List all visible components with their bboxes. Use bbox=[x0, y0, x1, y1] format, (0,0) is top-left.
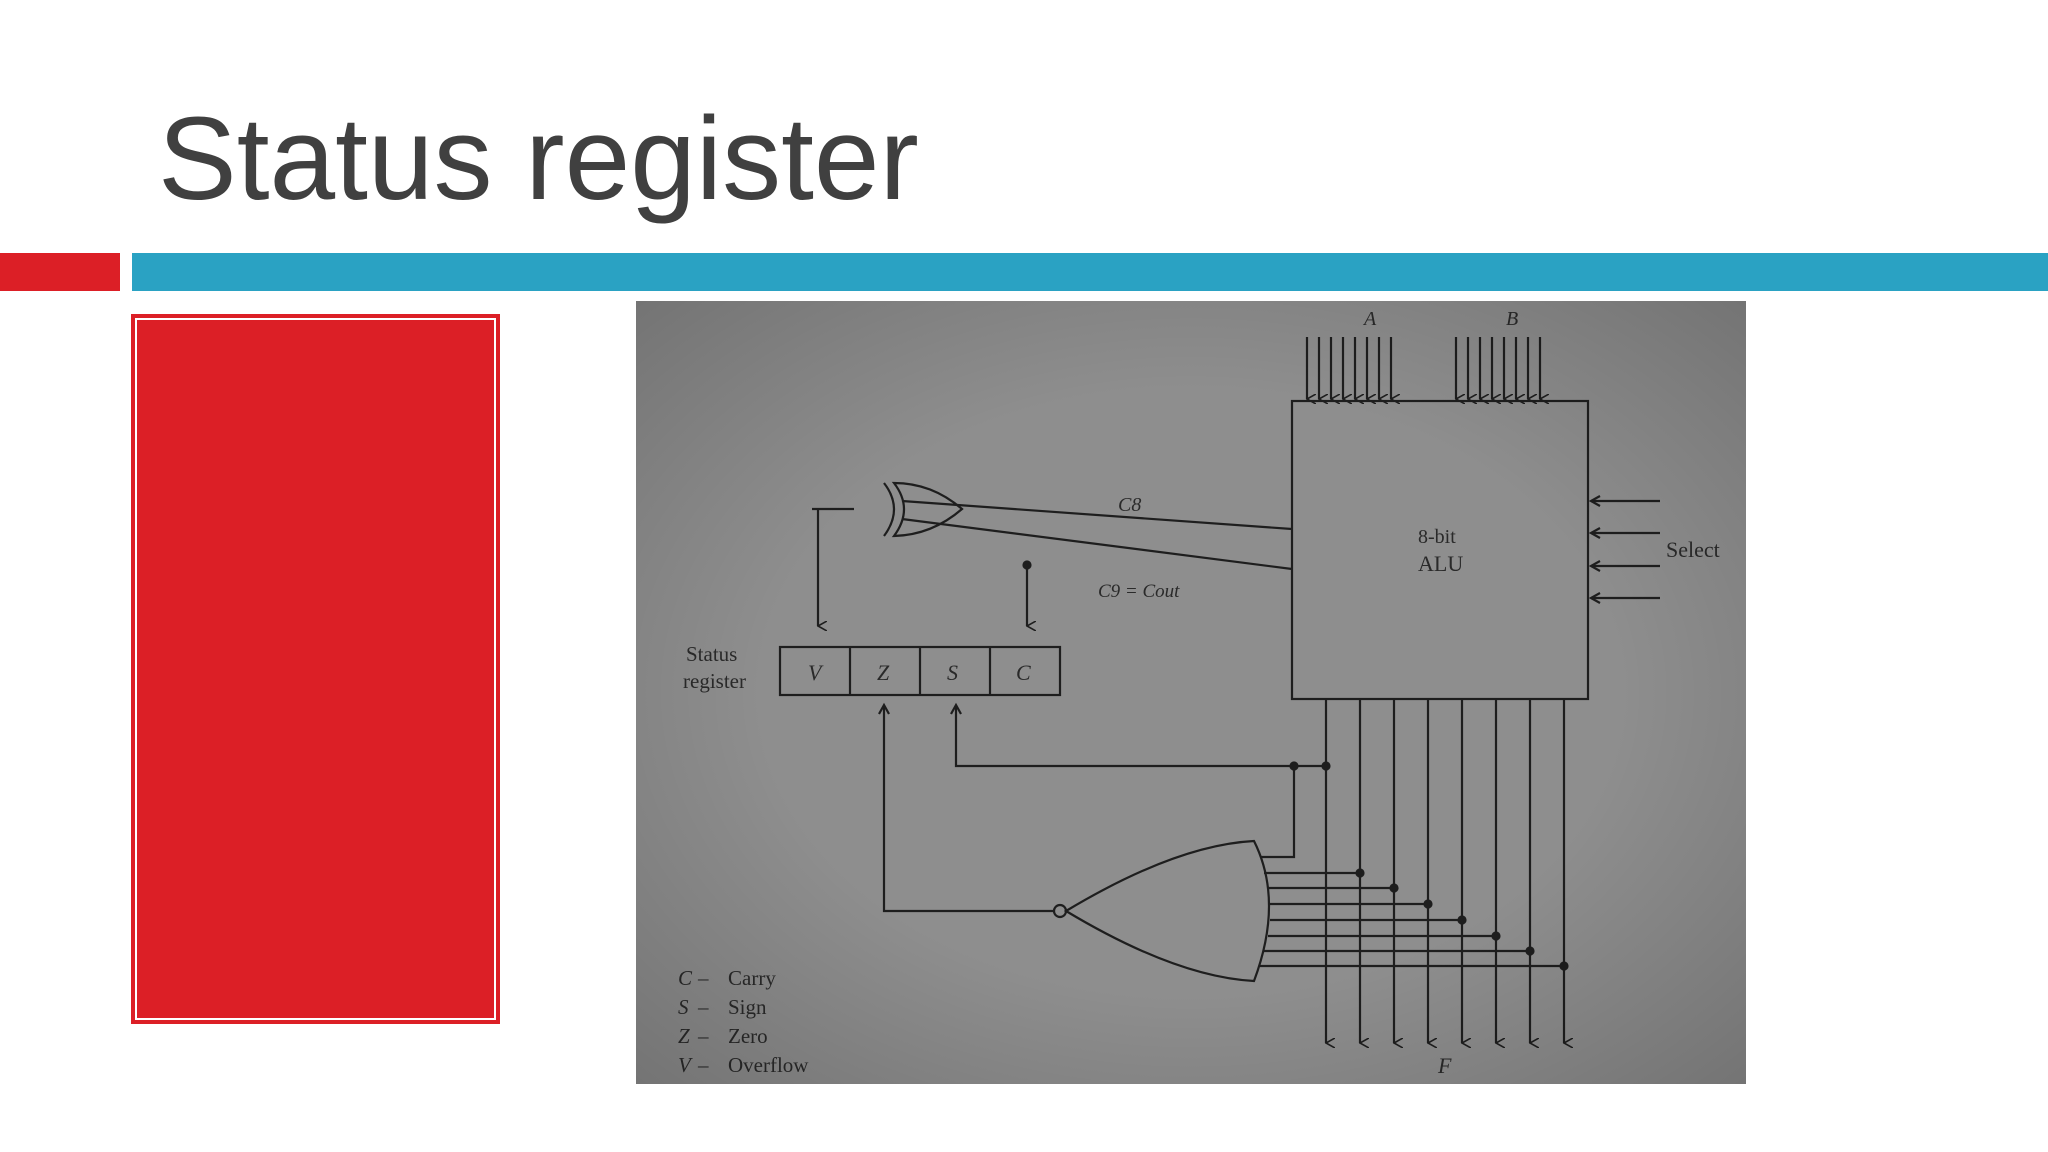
bit-s-label: S bbox=[947, 660, 958, 685]
legend: C – Carry S – Sign Z – Zero V – Overflow bbox=[678, 966, 809, 1077]
legend-name-zero: Zero bbox=[728, 1024, 768, 1048]
c9-label: C9 = Cout bbox=[1098, 581, 1180, 602]
alu-block bbox=[1290, 399, 1590, 701]
legend-letter-s: S bbox=[678, 995, 689, 1019]
slide-title: Status register bbox=[158, 93, 919, 225]
legend-name-carry: Carry bbox=[728, 966, 776, 990]
sign-wire bbox=[954, 706, 1326, 768]
select-label: Select bbox=[1666, 537, 1720, 562]
nor-input-wires bbox=[1260, 868, 1569, 971]
input-b-label: B bbox=[1506, 308, 1518, 330]
status-register-diagram: A B 8-bit ALU Select C8 C9 = Cout Status… bbox=[636, 301, 1746, 1084]
input-a-label: A bbox=[1362, 308, 1377, 330]
bit-z-label: Z bbox=[877, 660, 890, 685]
status-register-label-line2: register bbox=[683, 669, 746, 693]
status-register-label-line1: Status bbox=[686, 642, 737, 666]
legend-letter-v: V bbox=[678, 1053, 693, 1077]
legend-letter-z: Z bbox=[678, 1024, 690, 1048]
input-b-arrows bbox=[1454, 337, 1540, 399]
side-panel bbox=[131, 314, 500, 1024]
legend-dash-s: – bbox=[697, 995, 709, 1019]
legend-dash-z: – bbox=[697, 1024, 709, 1048]
legend-dash-v: – bbox=[697, 1053, 709, 1077]
nor-gate bbox=[878, 702, 1271, 983]
input-a-arrows bbox=[1305, 337, 1391, 399]
xor-gate bbox=[883, 481, 1293, 571]
legend-letter-c: C bbox=[678, 966, 693, 990]
output-f-label: F bbox=[1437, 1053, 1452, 1078]
legend-name-overflow: Overflow bbox=[728, 1053, 809, 1077]
bit-c-label: C bbox=[1016, 660, 1031, 685]
bit-v-label: V bbox=[808, 660, 824, 685]
side-panel-border bbox=[135, 318, 496, 1020]
accent-bar-red bbox=[0, 253, 120, 291]
legend-dash-c: – bbox=[697, 966, 709, 990]
alu-label-line1: 8-bit bbox=[1418, 526, 1456, 548]
c8-label: C8 bbox=[1118, 494, 1141, 516]
accent-bar-blue bbox=[132, 253, 2048, 291]
alu-label-line2: ALU bbox=[1418, 551, 1463, 576]
select-arrows bbox=[1588, 495, 1660, 604]
legend-name-sign: Sign bbox=[728, 995, 767, 1019]
